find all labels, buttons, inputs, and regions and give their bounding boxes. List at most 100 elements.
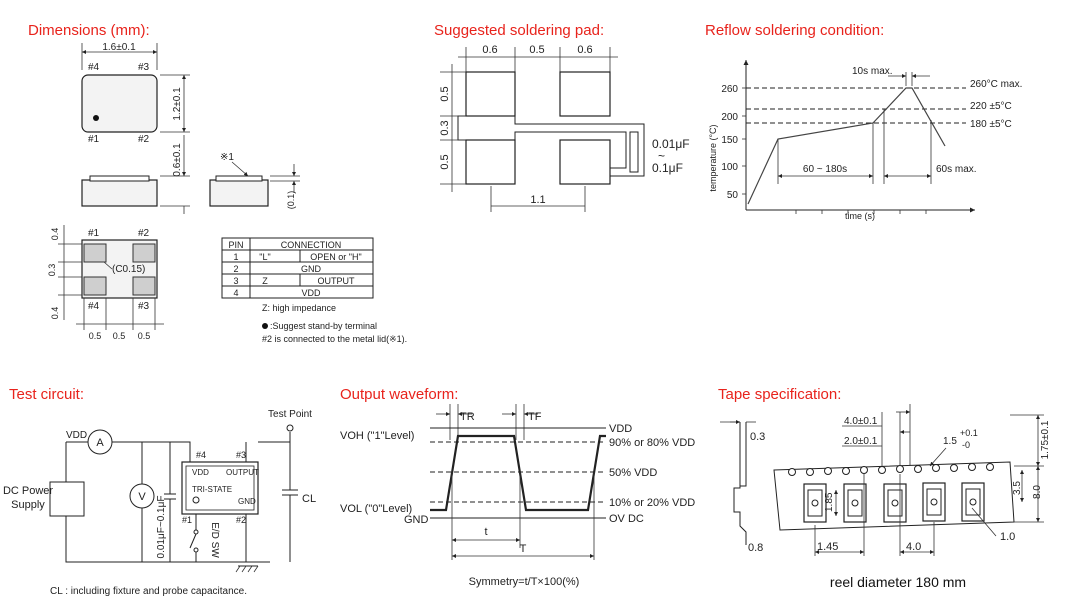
ic-gnd: GND bbox=[238, 497, 256, 506]
reflow-y-ticks: 260 200 150 100 50 bbox=[721, 84, 746, 201]
table-cell: Z bbox=[262, 276, 268, 286]
tc-vdd: VDD bbox=[66, 430, 87, 441]
supply-label-1: DC Power bbox=[3, 485, 53, 497]
reflow-xlabel: time (s) bbox=[845, 211, 875, 221]
package-top-view bbox=[81, 74, 158, 133]
pad-dim-top-3: 0.6 bbox=[577, 44, 592, 56]
pad-cap-2: 0.1μF bbox=[652, 161, 683, 175]
tape-spec: 0.3 0.8 bbox=[720, 404, 1051, 590]
sw-label: E/D SW bbox=[209, 522, 220, 558]
pad-bottom-left bbox=[465, 139, 516, 185]
wave-10: 10% or 20% VDD bbox=[609, 497, 695, 509]
ic-package bbox=[181, 461, 259, 515]
pad-dim-left-3: 0.5 bbox=[439, 154, 451, 169]
wave-0v: OV DC bbox=[609, 513, 644, 525]
pad-dim-left-1: 0.5 bbox=[439, 86, 451, 101]
table-cell: GND bbox=[301, 264, 322, 274]
tape-1.75: 1.75±0.1 bbox=[1040, 420, 1051, 459]
tape-title: Tape specification: bbox=[718, 386, 842, 403]
bottom-pin-4: #4 bbox=[88, 301, 100, 312]
package-lid-view bbox=[209, 179, 269, 207]
tape-1.0: 1.0 bbox=[1000, 531, 1015, 543]
wave-90: 90% or 80% VDD bbox=[609, 437, 695, 449]
reflow-tick: 200 bbox=[721, 112, 738, 123]
pad-bottom-right bbox=[559, 139, 611, 185]
bottom-pin-1: #1 bbox=[88, 228, 100, 239]
reflow-ylabel: temperature (°C) bbox=[708, 124, 718, 191]
note-lid: #2 is connected to the metal lid(※1). bbox=[262, 334, 407, 344]
reflow-title: Reflow soldering condition: bbox=[705, 22, 885, 39]
tape-0.8: 0.8 bbox=[748, 542, 763, 554]
pad-top-right bbox=[559, 71, 611, 117]
pin-label-3: #3 bbox=[138, 62, 150, 73]
dimensions-title: Dimensions (mm): bbox=[28, 22, 150, 39]
ic-pin3: #3 bbox=[236, 450, 246, 460]
pad-h-2: 0.5 bbox=[113, 331, 126, 341]
pin-table: PIN CONNECTION 1 "L" OPEN or "H" 2 GND 3… bbox=[221, 237, 407, 344]
pad-dim-top-1: 0.6 bbox=[482, 44, 497, 56]
wave-vdd: VDD bbox=[609, 423, 632, 435]
tape-1.5-plus: +0.1 bbox=[960, 428, 978, 438]
table-cell: OPEN or "H" bbox=[310, 252, 361, 262]
test-circuit: VDD A DC Power Supply V 0.01μF~0.1μF #4 … bbox=[3, 409, 316, 597]
pad-v-1: 0.4 bbox=[50, 228, 60, 241]
soldering-pad-drawing: 0.6 0.5 0.6 0.5 0.3 0.5 1.1 0.01μF ~ 0.1… bbox=[439, 44, 690, 212]
chamfer-label: (C0.15) bbox=[112, 264, 145, 275]
wave-t: t bbox=[484, 526, 487, 538]
reflow-chart: temperature (°C) time (s) 260 200 150 10… bbox=[708, 60, 1022, 221]
reflow-tick: 150 bbox=[721, 135, 738, 146]
dc-supply-box bbox=[49, 481, 85, 517]
sprocket-holes bbox=[788, 463, 994, 476]
wave-50: 50% VDD bbox=[609, 467, 657, 479]
test-point bbox=[286, 424, 294, 432]
wave-symmetry: Symmetry=t/T×100(%) bbox=[469, 576, 580, 588]
table-header-connection: CONNECTION bbox=[281, 240, 342, 250]
test-circuit-title: Test circuit: bbox=[9, 386, 85, 403]
table-cell: VDD bbox=[301, 288, 321, 298]
bottom-pin-2: #2 bbox=[138, 228, 150, 239]
reflow-60s: 60s max. bbox=[936, 164, 977, 175]
table-cell: 2 bbox=[233, 264, 238, 274]
pad-cap-tilde: ~ bbox=[658, 149, 665, 163]
reflow-profile-line bbox=[747, 87, 946, 205]
dimensions-drawing: 1.6±0.1 #4 #3 #1 #2 1.2±0.1 0.6±0.1 ※1 (… bbox=[47, 42, 300, 341]
wave-vol: VOL ("0"Level) bbox=[340, 503, 412, 515]
reflow-60-180s: 60 ~ 180s bbox=[803, 164, 847, 175]
ic-tristate: TRI-STATE bbox=[192, 485, 232, 494]
ic-vdd: VDD bbox=[192, 468, 209, 477]
tape-1.85: 1.85 bbox=[824, 492, 835, 512]
lid-note: ※1 bbox=[220, 152, 234, 163]
supply-label-2: Supply bbox=[11, 499, 45, 511]
output-waveform: TR TF VOH ("1"Level) VOL ("0"Level) GND … bbox=[340, 404, 695, 588]
ic-pin4: #4 bbox=[196, 450, 206, 460]
reflow-peak-label: 260°C max. bbox=[970, 79, 1022, 90]
pad-dim-top-2: 0.5 bbox=[529, 44, 544, 56]
note-z: Z: high impedance bbox=[262, 303, 336, 313]
pin-label-4: #4 bbox=[88, 62, 100, 73]
table-cell: OUTPUT bbox=[318, 276, 356, 286]
reflow-10s: 10s max. bbox=[852, 66, 893, 77]
reflow-tick: 50 bbox=[727, 190, 739, 201]
wave-tf: TF bbox=[528, 411, 542, 423]
output-waveform-title: Output waveform: bbox=[340, 386, 459, 403]
tape-pockets bbox=[803, 482, 985, 523]
tape-2.0-tol: 2.0±0.1 bbox=[844, 436, 878, 447]
tc-cap-label: 0.01μF~0.1μF bbox=[156, 496, 167, 559]
pad-top-left bbox=[465, 71, 516, 117]
tape-4.0-tol: 4.0±0.1 bbox=[844, 416, 878, 427]
pin1-dot bbox=[93, 115, 99, 121]
tape-1.45: 1.45 bbox=[817, 541, 838, 553]
package-side-view bbox=[81, 179, 158, 207]
table-cell: 1 bbox=[233, 252, 238, 262]
table-cell: 3 bbox=[233, 276, 238, 286]
tape-0.3: 0.3 bbox=[750, 431, 765, 443]
waveform-signal bbox=[430, 434, 606, 512]
ic-output: OUTPUT bbox=[226, 468, 259, 477]
reflow-tick: 260 bbox=[721, 84, 738, 95]
voltmeter-label: V bbox=[138, 491, 146, 503]
pin-label-2: #2 bbox=[138, 134, 150, 145]
pad-cap-1: 0.01μF bbox=[652, 137, 690, 151]
wave-voh: VOH ("1"Level) bbox=[340, 430, 414, 442]
tape-4.0: 4.0 bbox=[906, 541, 921, 553]
